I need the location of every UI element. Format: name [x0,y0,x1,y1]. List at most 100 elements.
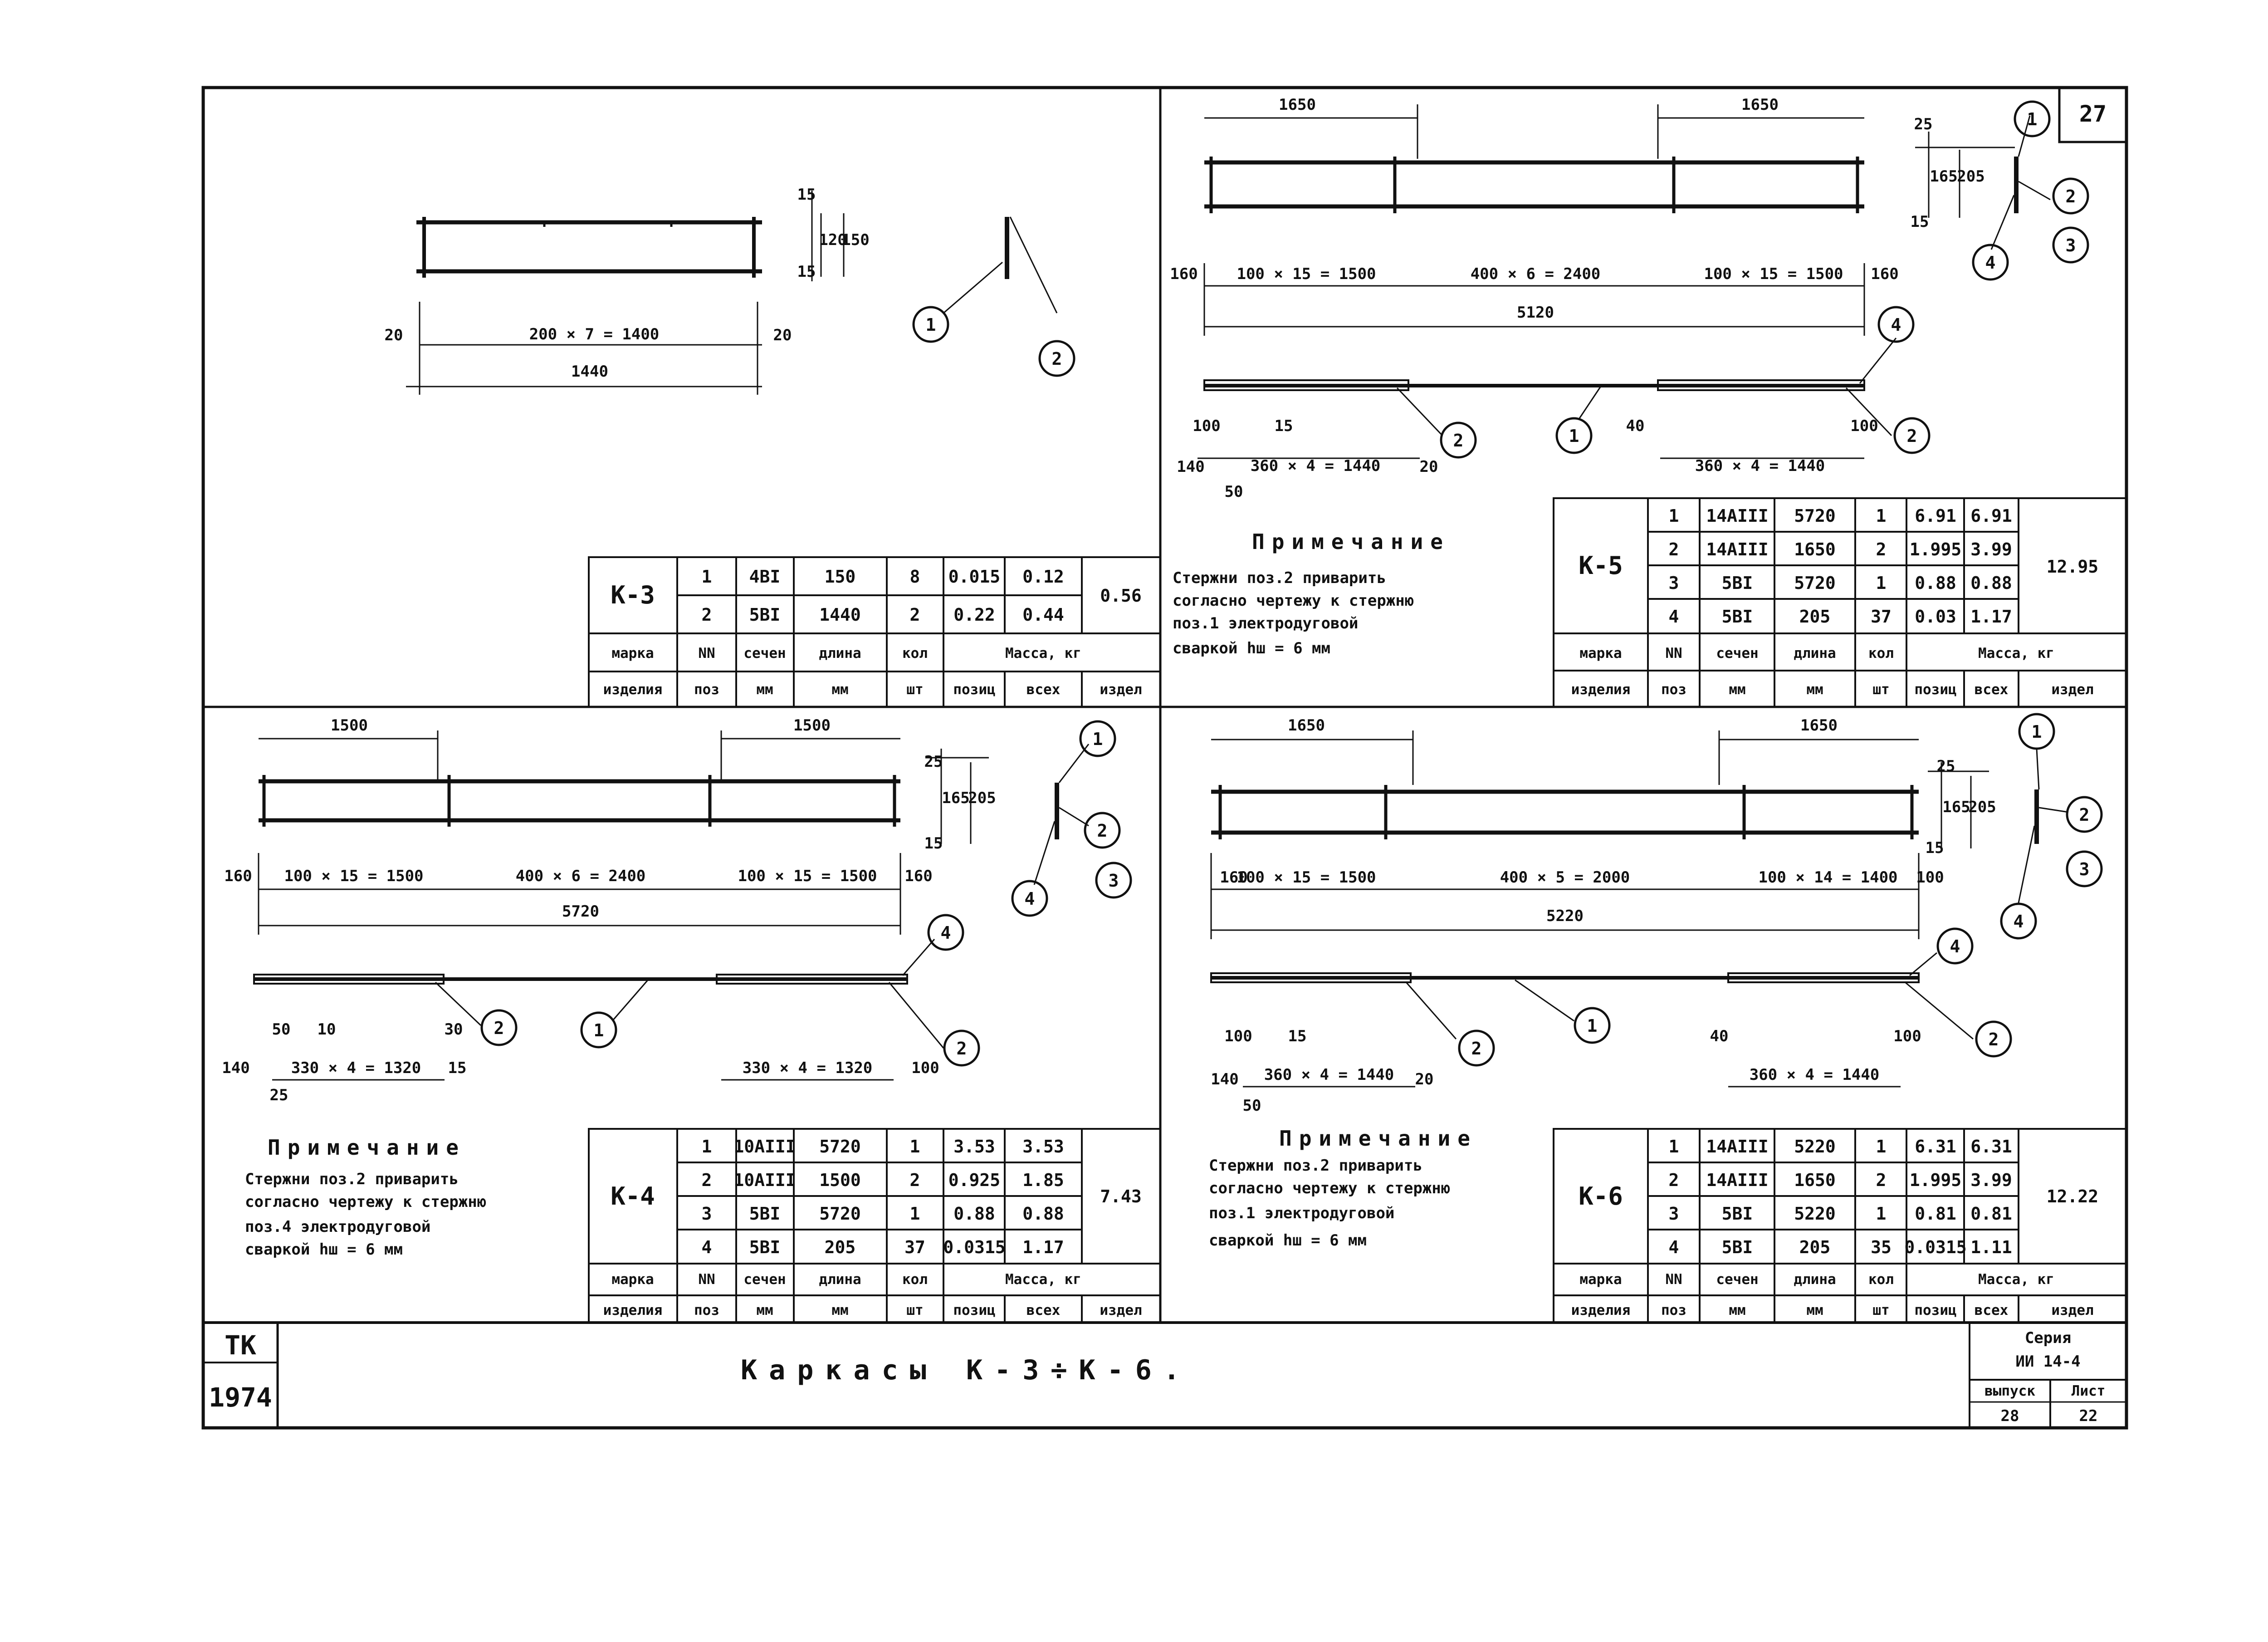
k5-dim-l1: 1650 [1279,96,1316,114]
k4-dim-l2: 1500 [793,716,831,735]
k3-dim-right: 20 [773,326,792,344]
k5-dim-h2: 165 [1930,167,1957,186]
k4-r4-pos: 4 [702,1237,712,1257]
k4-r2-len: 1500 [819,1170,861,1190]
k4-dim-b2: 330 × 4 = 1320 [743,1059,873,1077]
k5-h-pos2: поз [1661,681,1686,698]
k5-dim-end1: 160 [1170,265,1198,283]
k6-h-mass: Масса, кг [1978,1271,2054,1288]
k5-note-heading: Примечание [1252,529,1450,554]
k4-r4-len: 205 [825,1237,856,1257]
k5-callout-2: 2 [2066,186,2076,206]
k5-r2-len: 1650 [1794,539,1836,559]
k3-r1-pos: 1 [702,567,712,587]
k4-r1-mpos: 3.53 [953,1137,995,1157]
k5-dim-total: 5120 [1517,304,1554,322]
k4-h-sec2: мм [756,1302,773,1319]
k4-r1-mall: 3.53 [1022,1137,1064,1157]
k4-h-pos1: NN [698,1271,715,1288]
k6-callout-2: 2 [2079,805,2090,825]
k6-r3-len: 5220 [1794,1204,1836,1224]
k3-r2-mall: 0.44 [1022,605,1064,625]
k4-h-mpos: позиц [953,1302,995,1319]
k4-callout-2b: 2 [494,1018,504,1038]
k4-r3-len: 5720 [819,1204,861,1224]
k5-r3-len: 5720 [1794,573,1836,593]
k3-r1-sec: 4ВI [749,567,781,587]
k6-r2-sec: 14АIII [1706,1170,1768,1190]
k5-h-sec2: мм [1729,681,1745,698]
issue-value: 28 [2001,1407,2019,1425]
k6-dim-a3: 140 [1211,1070,1238,1088]
k6-r3-pos: 3 [1669,1204,1679,1224]
k4-r3-mall: 0.88 [1022,1204,1064,1224]
k5-dim-a2: 15 [1275,417,1293,435]
k6-dim-total: 5220 [1546,907,1584,925]
k4-callout-4: 4 [1025,889,1035,909]
k4-callout-1b: 1 [594,1020,604,1040]
k3-h-mark2: изделия [603,681,663,698]
k6-dim-a5: 20 [1415,1070,1434,1088]
k3-r2-pos: 2 [702,605,712,625]
k6-r2-pos: 2 [1669,1170,1679,1190]
k5-r3-pos: 3 [1669,573,1679,593]
k4-h-mprod: издел [1100,1302,1142,1319]
k6-h-mall: всех [1975,1302,2009,1319]
k4-dim-end1: 160 [224,867,252,885]
sheet-label: Лист [2072,1383,2106,1399]
k6-dim-seg3: 100 × 14 = 1400 [1758,868,1897,887]
k6-note-heading: Примечание [1279,1126,1477,1151]
k5-dim-h1: 25 [1914,115,1933,133]
k6-callout-2c: 2 [1989,1029,1999,1049]
k3-header: марка изделия NN поз сечен мм длина мм к… [603,645,1142,698]
k3-h-qty2: шт [906,681,923,698]
k6-h-qty1: кол [1868,1271,1894,1288]
k5-r4-sec: 5ВI [1722,607,1753,627]
k6-callout-1b: 1 [1587,1016,1598,1036]
k4-callout-3: 3 [1109,871,1119,891]
k6-r2-len: 1650 [1794,1170,1836,1190]
k3-h-mprod: издел [1100,681,1142,698]
k6-r1-pos: 1 [1669,1137,1679,1157]
k4-note-heading: Примечание [268,1135,466,1160]
k3-h-mall: всех [1026,681,1061,698]
k6-h-pos1: NN [1665,1271,1682,1288]
k5-dim-l2: 1650 [1741,96,1779,114]
k3-h-len2: мм [831,681,848,698]
k5-h-sec1: сечен [1716,645,1758,662]
k3-drawing [406,191,1075,395]
k6-callout-3: 3 [2079,859,2090,879]
k5-r1-sec: 14АIII [1706,506,1768,526]
k4-h-len2: мм [831,1302,848,1319]
k5-callout-4b: 4 [1891,315,1901,335]
k3-dim-h1: 15 [797,186,816,204]
k6-r1-qty: 1 [1876,1137,1887,1157]
k5-callout-1b: 1 [1569,426,1579,446]
k3-r1-mall: 0.12 [1022,567,1064,587]
k4-r3-sec: 5ВI [749,1204,781,1224]
k4-r4-mall: 1.17 [1022,1237,1064,1257]
k6-dim-end2: 100 [1916,868,1944,887]
k4-h-mark2: изделия [603,1302,663,1319]
k3-h-pos2: поз [694,681,719,698]
k6-dim-l2: 1650 [1800,716,1838,735]
k6-dim-l1: 1650 [1288,716,1325,735]
sheet-title: Каркасы К-3÷К-6. [741,1354,1192,1386]
k5-r4-mpos: 0.03 [1915,607,1956,627]
k5-dim-b2: 360 × 4 = 1440 [1695,457,1825,475]
k5-r1-mpos: 6.91 [1915,506,1956,526]
k4-dim-b1: 330 × 4 = 1320 [291,1059,421,1077]
k6-dim-b2: 360 × 4 = 1440 [1750,1066,1880,1084]
k6-r4-len: 205 [1799,1237,1831,1257]
k4-note-line1: Стержни поз.2 приварить [245,1170,459,1188]
k6-callout-2b: 2 [1471,1039,1482,1059]
k6-dim-a6: 50 [1243,1097,1261,1115]
k4-callout-2: 2 [1097,821,1108,841]
k6-r3-mall: 0.81 [1970,1204,2012,1224]
k6-note-line3: поз.1 электродуговой [1209,1204,1394,1222]
k6-dim-seg2: 400 × 5 = 2000 [1500,868,1630,887]
k6-r4-sec: 5ВI [1722,1237,1753,1257]
k4-r2-pos: 2 [702,1170,712,1190]
k4-dim-h2: 165 [942,789,969,807]
k4-h-qty2: шт [906,1302,923,1319]
